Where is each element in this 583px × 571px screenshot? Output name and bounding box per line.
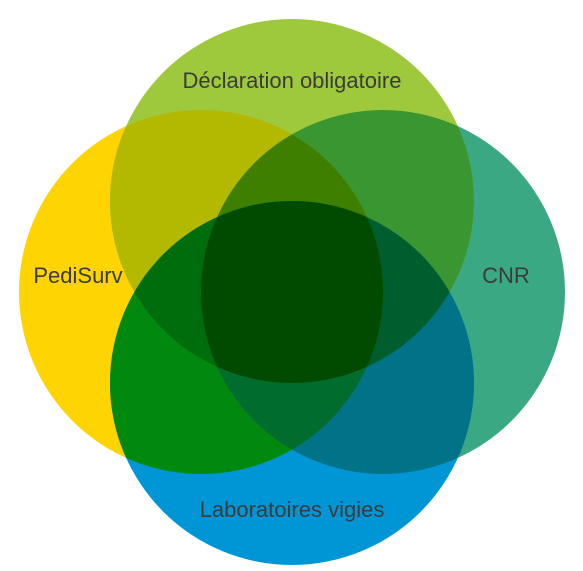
label-laboratoires: Laboratoires vigies [200, 497, 385, 522]
label-declaration: Déclaration obligatoire [183, 68, 402, 93]
label-pedisurv: PediSurv [33, 263, 122, 288]
label-cnr: CNR [482, 263, 530, 288]
